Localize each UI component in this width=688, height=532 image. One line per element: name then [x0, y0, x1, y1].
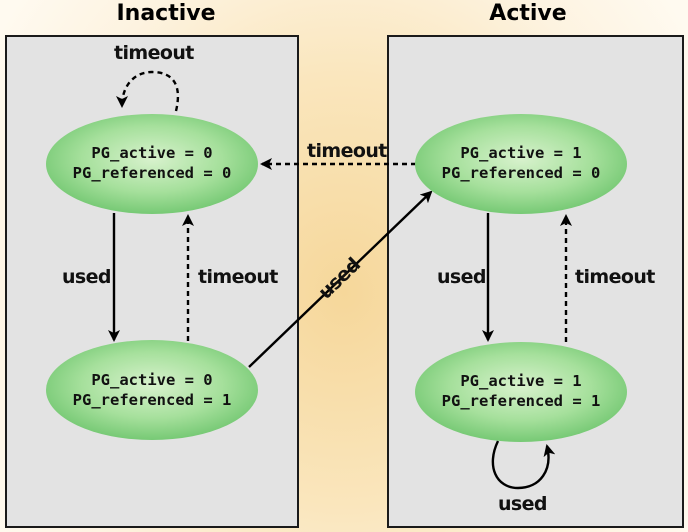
state-line-active: PG_active = 1 — [460, 372, 581, 390]
active-heading: Active — [489, 1, 566, 26]
inactive-self-timeout-arrow — [116, 70, 180, 112]
state-inactive-unreferenced: PG_active = 0 PG_referenced = 0 — [46, 114, 258, 214]
active-self-used-label: used — [498, 493, 547, 515]
state-ellipse — [46, 114, 258, 214]
state-active-unreferenced: PG_active = 1 PG_referenced = 0 — [415, 114, 627, 214]
state-line-active: PG_active = 1 — [460, 144, 581, 162]
state-ellipse — [415, 342, 627, 442]
state-line-active: PG_active = 0 — [91, 371, 212, 389]
state-ellipse — [415, 114, 627, 214]
state-inactive-referenced: PG_active = 0 PG_referenced = 1 — [46, 340, 258, 440]
active-timeout-label: timeout — [575, 266, 655, 288]
inactive-timeout-label: timeout — [198, 266, 278, 288]
active-used-label: used — [437, 266, 486, 288]
inactive-used-label: used — [62, 266, 111, 288]
state-line-referenced: PG_referenced = 1 — [442, 392, 601, 410]
state-active-referenced: PG_active = 1 PG_referenced = 1 — [415, 342, 627, 442]
state-line-active: PG_active = 0 — [91, 144, 212, 162]
state-line-referenced: PG_referenced = 0 — [73, 164, 232, 182]
active-to-inactive-timeout-label: timeout — [307, 140, 387, 162]
active-self-used-arrow — [491, 440, 556, 490]
state-line-referenced: PG_referenced = 1 — [73, 391, 232, 409]
inactive-self-timeout-label: timeout — [114, 42, 194, 64]
state-line-referenced: PG_referenced = 0 — [442, 164, 601, 182]
inactive-to-active-used-label: used — [314, 254, 365, 304]
state-ellipse — [46, 340, 258, 440]
inactive-to-active-used-arrow — [248, 190, 433, 368]
inactive-heading: Inactive — [116, 1, 215, 26]
